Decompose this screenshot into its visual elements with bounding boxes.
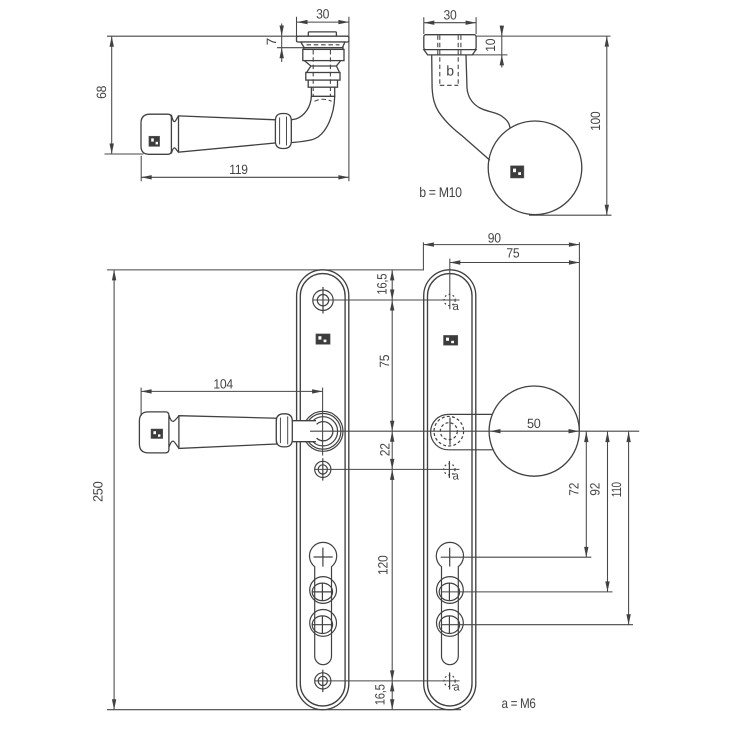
svg-text:a = M6: a = M6 (502, 695, 537, 711)
svg-text:119: 119 (229, 162, 248, 177)
svg-text:72: 72 (567, 483, 582, 496)
svg-text:a: a (453, 301, 460, 313)
svg-text:30: 30 (444, 7, 457, 22)
svg-text:92: 92 (588, 483, 603, 496)
svg-text:a: a (453, 471, 460, 483)
svg-text:68: 68 (94, 86, 109, 99)
svg-text:75: 75 (506, 246, 519, 261)
svg-text:250: 250 (90, 482, 105, 503)
svg-text:7: 7 (264, 38, 279, 45)
svg-text:104: 104 (213, 376, 233, 391)
svg-text:30: 30 (316, 7, 329, 22)
svg-text:22: 22 (378, 443, 393, 456)
svg-text:b: b (446, 62, 454, 78)
svg-text:16,5: 16,5 (372, 684, 387, 705)
svg-text:90: 90 (488, 231, 501, 246)
svg-text:16,5: 16,5 (374, 274, 389, 295)
svg-text:75: 75 (377, 355, 392, 368)
svg-text:120: 120 (375, 556, 390, 576)
svg-text:110: 110 (609, 482, 624, 497)
svg-text:a: a (453, 681, 460, 693)
svg-text:100: 100 (588, 112, 603, 131)
svg-text:50: 50 (527, 416, 541, 431)
svg-text:10: 10 (483, 39, 498, 52)
svg-text:b = M10: b = M10 (419, 184, 462, 200)
